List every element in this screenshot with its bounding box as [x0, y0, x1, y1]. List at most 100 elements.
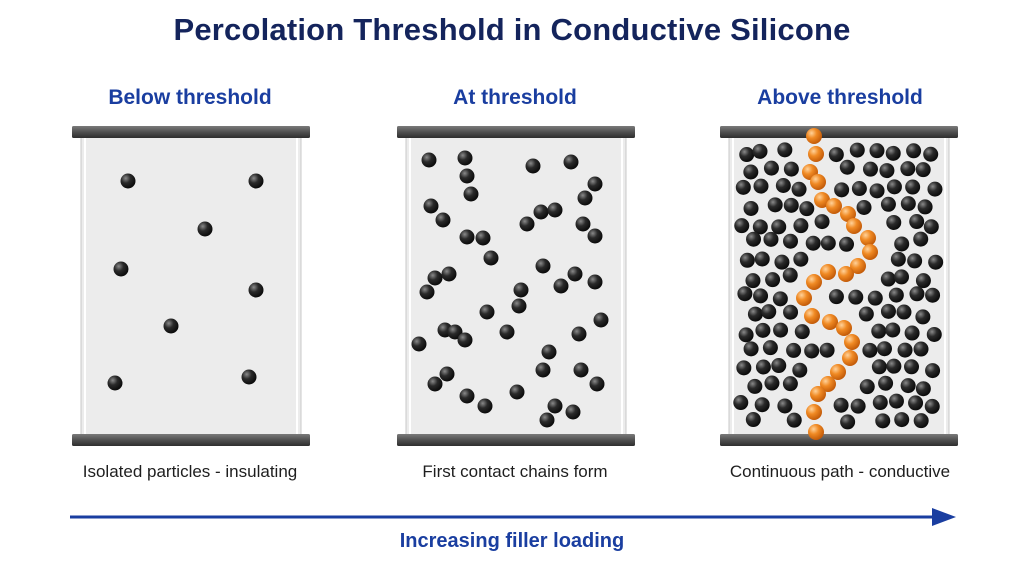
filler-particle	[587, 176, 603, 192]
conductive-path-particle	[838, 266, 854, 282]
filler-particle	[107, 375, 123, 391]
conductive-path-particle	[846, 218, 862, 234]
filler-particle	[499, 324, 515, 340]
filler-particle	[441, 266, 457, 282]
filler-particle	[783, 197, 799, 213]
filler-particle	[734, 218, 750, 234]
conductive-path-particle	[810, 386, 826, 402]
filler-particle	[871, 323, 887, 339]
filler-particle	[567, 266, 583, 282]
filler-particle	[547, 398, 563, 414]
filler-particle	[897, 342, 913, 358]
filler-particle	[587, 274, 603, 290]
filler-particle	[511, 298, 527, 314]
panel-title-below: Below threshold	[108, 86, 272, 109]
filler-particle	[241, 369, 257, 385]
filler-particle	[427, 270, 443, 286]
filler-particle	[535, 362, 551, 378]
filler-particle	[587, 228, 603, 244]
filler-particle	[927, 181, 943, 197]
filler-particle	[738, 327, 754, 343]
filler-particle	[890, 251, 906, 267]
filler-particle	[547, 202, 563, 218]
filler-particle	[539, 412, 555, 428]
filler-particle	[761, 304, 777, 320]
panel-title-above: Above threshold	[757, 86, 923, 109]
filler-particle	[783, 304, 799, 320]
filler-particle	[753, 178, 769, 194]
filler-particle	[753, 288, 769, 304]
filler-particle	[754, 397, 770, 413]
conductive-path-particle	[830, 364, 846, 380]
filler-particle	[905, 179, 921, 195]
filler-particle	[459, 168, 475, 184]
filler-particle	[923, 146, 939, 162]
filler-particle	[463, 186, 479, 202]
filler-particle	[772, 291, 788, 307]
filler-particle	[886, 358, 902, 374]
filler-particle	[894, 269, 910, 285]
filler-particle	[743, 341, 759, 357]
filler-particle	[793, 218, 809, 234]
filler-particle	[814, 214, 830, 230]
filler-particle	[197, 221, 213, 237]
filler-particle	[876, 341, 892, 357]
filler-particle	[915, 381, 931, 397]
filler-particle	[869, 143, 885, 159]
filler-particle	[880, 271, 896, 287]
top-electrode	[72, 126, 310, 138]
filler-particle	[894, 412, 910, 428]
filler-particle	[849, 142, 865, 158]
filler-particle	[900, 161, 916, 177]
filler-particle	[113, 261, 129, 277]
filler-particle	[775, 177, 791, 193]
filler-particle	[858, 306, 874, 322]
conductive-path-particle	[842, 350, 858, 366]
arrow-label: Increasing filler loading	[399, 530, 625, 552]
panel-below-threshold	[72, 126, 310, 446]
filler-particle	[571, 326, 587, 342]
filler-particle	[782, 233, 798, 249]
filler-particle	[459, 388, 475, 404]
filler-particle	[867, 290, 883, 306]
conductive-path-particle	[840, 206, 856, 222]
filler-particle	[880, 303, 896, 319]
filler-particle	[519, 216, 535, 232]
filler-particle	[421, 152, 437, 168]
filler-particle	[904, 359, 920, 375]
filler-particle	[541, 344, 557, 360]
filler-particle	[862, 342, 878, 358]
filler-particle	[926, 326, 942, 342]
panel-caption-below: Isolated particles - insulating	[82, 462, 298, 481]
filler-particle	[589, 376, 605, 392]
filler-particle	[439, 366, 455, 382]
filler-particle	[457, 332, 473, 348]
panel-caption-above: Continuous path - conductive	[729, 462, 951, 481]
filler-particle	[483, 250, 499, 266]
filler-particle	[782, 376, 798, 392]
filler-particle	[885, 322, 901, 338]
filler-particle	[762, 340, 778, 356]
filler-particle	[915, 162, 931, 178]
filler-particle	[799, 201, 815, 217]
conductive-path-particle	[814, 192, 830, 208]
filler-particle	[924, 398, 940, 414]
conductive-path-particle	[850, 258, 866, 274]
filler-particle	[513, 282, 529, 298]
filler-particle	[575, 216, 591, 232]
filler-particle	[859, 379, 875, 395]
filler-particle	[767, 197, 783, 213]
filler-particle	[736, 360, 752, 376]
arrow-head	[932, 508, 956, 526]
filler-particle	[771, 219, 787, 235]
filler-particle	[820, 235, 836, 251]
filler-particle	[828, 289, 844, 305]
bottom-electrode	[397, 434, 635, 446]
filler-particle	[856, 199, 872, 215]
filler-particle	[907, 253, 923, 269]
filler-particle	[509, 384, 525, 400]
filler-particle	[928, 254, 944, 270]
filler-particle	[747, 378, 763, 394]
filler-particle	[771, 358, 787, 374]
filler-particle	[840, 414, 856, 430]
